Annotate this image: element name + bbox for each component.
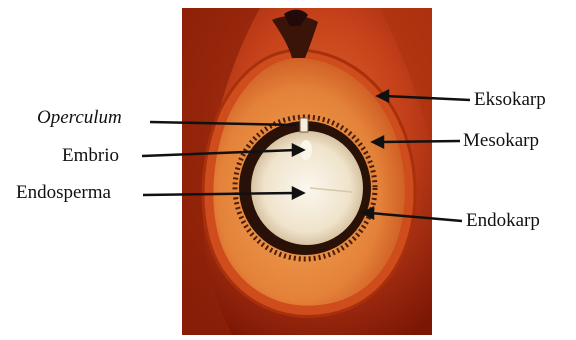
label-mesokarp: Mesokarp — [463, 130, 539, 152]
label-endokarp: Endokarp — [466, 210, 540, 232]
mesokarp-pointer — [380, 141, 460, 142]
label-embrio: Embrio — [62, 145, 119, 167]
label-endosperma: Endosperma — [16, 182, 111, 204]
label-operculum: Operculum — [37, 107, 122, 129]
operculum-marker — [300, 118, 308, 132]
label-eksokarp: Eksokarp — [474, 89, 546, 111]
